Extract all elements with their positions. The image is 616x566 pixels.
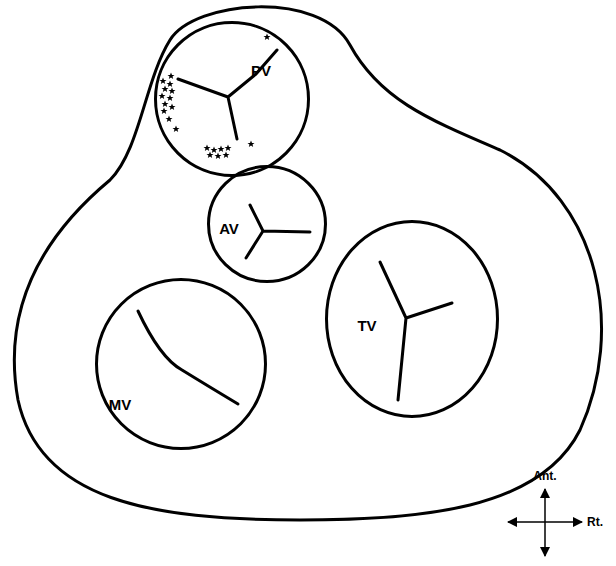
star-marker xyxy=(169,103,176,110)
valve-label: TV xyxy=(357,318,376,333)
star-marker xyxy=(204,144,211,151)
star-marker xyxy=(159,92,166,99)
compass-horizontal-arrow xyxy=(508,521,582,523)
valve-ring: AV xyxy=(207,165,327,283)
valve-ring: TV xyxy=(325,220,499,418)
star-marker xyxy=(207,151,214,158)
star-marker xyxy=(173,125,180,132)
pulmonary-leaflets xyxy=(178,50,277,139)
valve-outline xyxy=(154,21,310,177)
star-marker xyxy=(167,80,174,87)
star-marker xyxy=(160,77,167,84)
orientation-compass xyxy=(508,489,582,556)
star-marker xyxy=(166,115,173,122)
axis-label: Rt. xyxy=(587,516,603,528)
star-marker xyxy=(225,144,232,151)
tricuspid-leaflets xyxy=(380,262,452,400)
aortic-leaflets xyxy=(246,205,310,258)
star-marker xyxy=(162,85,169,92)
valve-leaflets xyxy=(138,50,452,404)
heart-outline xyxy=(14,7,601,520)
axis-label: Ant. xyxy=(533,470,556,482)
star-marker xyxy=(161,107,168,114)
star-marker xyxy=(218,145,225,152)
valve-outline-ellipse xyxy=(209,167,326,282)
valve-outline xyxy=(95,278,267,450)
star-markers xyxy=(159,33,271,159)
valve-label: MV xyxy=(109,397,132,412)
valve-label: AV xyxy=(219,221,239,236)
star-marker xyxy=(169,87,176,94)
valve-ring: PV xyxy=(154,21,310,177)
star-marker xyxy=(211,146,218,153)
valve-outline xyxy=(325,220,499,418)
mitral-leaflet xyxy=(138,311,238,404)
star-marker xyxy=(162,100,169,107)
star-marker xyxy=(223,151,230,158)
valve-outline-ellipse xyxy=(97,280,266,449)
valve-ring: MV xyxy=(95,278,267,450)
star-marker xyxy=(167,94,174,101)
star-marker xyxy=(215,152,222,159)
star-marker xyxy=(248,140,255,147)
valve-label: PV xyxy=(251,63,271,78)
valve-outline-ellipse xyxy=(156,23,309,176)
star-marker xyxy=(168,72,175,79)
star-marker xyxy=(264,33,271,40)
valve-outline-ellipse xyxy=(327,222,498,417)
